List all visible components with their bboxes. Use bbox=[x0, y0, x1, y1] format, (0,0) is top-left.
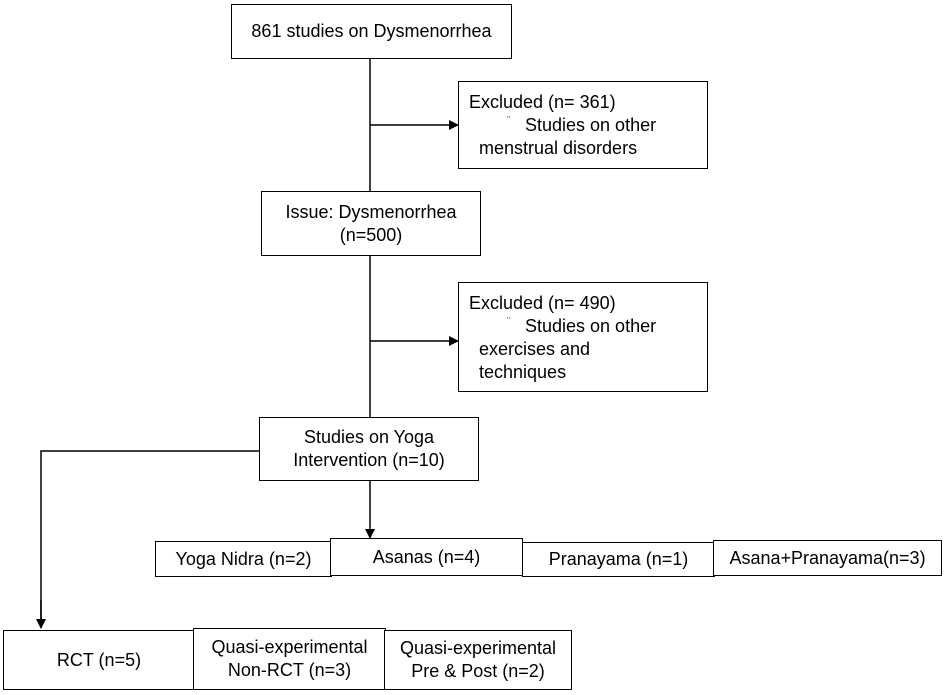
design-box-pre-post: Quasi-experimental Pre & Post (n=2) bbox=[384, 630, 572, 690]
intervention-box-asana-pranayama: Asana+Pranayama(n=3) bbox=[713, 540, 942, 576]
intervention-box-yoga-nidra: Yoga Nidra (n=2) bbox=[155, 541, 332, 577]
excluded-2-line-3: techniques bbox=[479, 362, 567, 382]
bullet-icon: ¨ bbox=[507, 316, 511, 328]
design-label-2: Pre & Post (n=2) bbox=[411, 661, 545, 681]
design-label-1: Quasi-experimental bbox=[211, 637, 368, 657]
design-label-1: Quasi-experimental bbox=[399, 638, 557, 658]
design-label-1: RCT (n=5) bbox=[56, 649, 142, 670]
root-box: 861 studies on Dysmenorrhea bbox=[231, 4, 512, 59]
intervention-label: Pranayama (n=1) bbox=[548, 549, 689, 569]
excluded-1-line-1: Studies on other bbox=[525, 115, 657, 135]
excluded-box-1: Excluded (n= 361) ¨ Studies on other men… bbox=[458, 81, 708, 169]
excluded-2-title: Excluded (n= 490) bbox=[469, 293, 616, 313]
design-box-non-rct: Quasi-experimental Non-RCT (n=3) bbox=[193, 628, 386, 690]
excluded-1-line-2: menstrual disorders bbox=[479, 138, 638, 158]
intervention-box-pranayama: Pranayama (n=1) bbox=[522, 542, 715, 577]
excluded-1-title: Excluded (n= 361) bbox=[469, 92, 616, 112]
yoga-label-1: Studies on Yoga bbox=[303, 427, 435, 447]
excluded-box-2: Excluded (n= 490) ¨ Studies on other exe… bbox=[458, 282, 708, 392]
issue-label-1: Issue: Dysmenorrhea bbox=[285, 201, 457, 222]
design-box-rct: RCT (n=5) bbox=[3, 630, 195, 690]
excluded-2-line-2: exercises and bbox=[479, 339, 591, 359]
intervention-label: Yoga Nidra (n=2) bbox=[175, 548, 312, 569]
intervention-box-asanas: Asanas (n=4) bbox=[330, 538, 523, 576]
issue-box: Issue: Dysmenorrhea (n=500) bbox=[261, 191, 481, 256]
intervention-label: Asanas (n=4) bbox=[372, 546, 481, 567]
yoga-box: Studies on Yoga Intervention (n=10) bbox=[259, 417, 479, 481]
yoga-label-2: Intervention (n=10) bbox=[293, 450, 445, 470]
design-label-2: Non-RCT (n=3) bbox=[227, 660, 352, 680]
bullet-icon: ¨ bbox=[507, 115, 511, 127]
root-label: 861 studies on Dysmenorrhea bbox=[251, 21, 492, 41]
excluded-2-line-1: Studies on other bbox=[525, 316, 657, 336]
intervention-label: Asana+Pranayama(n=3) bbox=[729, 547, 926, 568]
connector-yoga-designs bbox=[40, 450, 259, 622]
issue-label-2: (n=500) bbox=[339, 224, 403, 245]
